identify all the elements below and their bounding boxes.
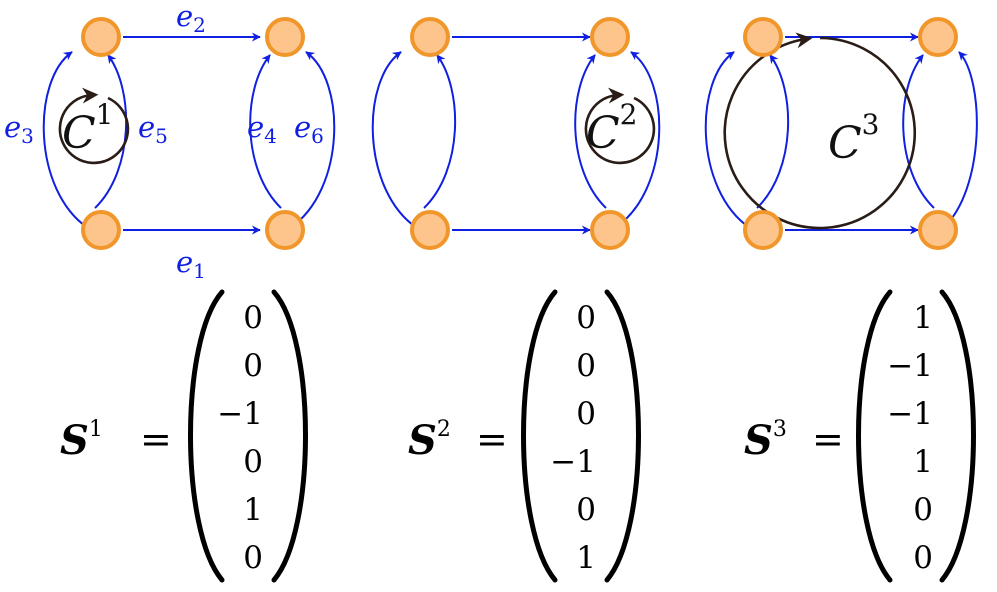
vector-entry: 1	[576, 540, 596, 576]
node-bottom-left	[410, 210, 450, 250]
vector-entry: −1	[887, 396, 933, 432]
node-top-right	[265, 17, 305, 57]
cycle-label-2: C2	[586, 98, 638, 159]
vector-name-1: S1	[60, 417, 103, 464]
vector-entry: 0	[576, 348, 596, 384]
vector-entry: −1	[550, 444, 596, 480]
node-bottom-right	[590, 210, 630, 250]
vector-entry: 1	[913, 300, 933, 336]
right-parenthesis	[939, 289, 976, 583]
graph-3: C3	[704, 17, 978, 250]
node-bottom-left	[81, 210, 121, 250]
edge-label-e6: e6	[294, 110, 324, 148]
right-parenthesis	[271, 289, 308, 583]
edge-e5	[756, 54, 790, 209]
edge-e4	[574, 54, 607, 209]
vector-name-3: S3	[744, 417, 787, 464]
vector-entry: 1	[243, 492, 263, 528]
cycle-arrow-3	[723, 32, 916, 230]
vector-entry: 0	[576, 492, 596, 528]
vector-entry: 0	[913, 540, 933, 576]
vector-2: S2 = 0 0 0 −1 0 1	[408, 289, 641, 583]
node-bottom-right	[918, 210, 958, 250]
vector-entry: 0	[576, 396, 596, 432]
edge-e6	[614, 51, 661, 229]
cycle-arrow-2	[584, 87, 656, 165]
edge-e3	[42, 51, 89, 229]
cycle-label-3: C3	[828, 108, 880, 169]
edge-label-e3: e3	[4, 110, 34, 148]
edge-e4	[902, 54, 935, 209]
edge-e6	[289, 51, 336, 229]
edge-e6	[942, 51, 978, 229]
vector-entry: −1	[217, 396, 263, 432]
edge-e3	[704, 51, 751, 229]
node-top-right	[590, 17, 630, 57]
edge-e5	[423, 54, 457, 209]
vector-entry: 0	[576, 300, 596, 336]
edge-e5	[94, 54, 128, 209]
node-top-right	[918, 17, 958, 57]
left-parenthesis	[188, 289, 225, 583]
edge-e3	[371, 51, 418, 229]
vector-entry: 0	[243, 444, 263, 480]
edge-e4	[249, 54, 282, 209]
node-bottom-right	[265, 210, 305, 250]
equals-sign-3: =	[812, 417, 844, 461]
vector-3: S3 = 1 −1 −1 1 0 0	[744, 289, 976, 583]
vector-name-2: S2	[408, 417, 451, 464]
cycle-label-1: C1	[62, 98, 114, 159]
edge-label-e1: e1	[176, 245, 206, 283]
cycle-arrow-1	[58, 87, 130, 165]
vector-entry: 0	[243, 348, 263, 384]
left-parenthesis	[521, 289, 558, 583]
vector-entry: 0	[243, 540, 263, 576]
edge-label-e5: e5	[138, 110, 168, 148]
node-top-left	[81, 17, 121, 57]
left-parenthesis	[856, 289, 893, 583]
node-top-left	[410, 17, 450, 57]
vector-1: S1 = 0 0 −1 0 1 0	[60, 289, 308, 583]
equals-sign-2: =	[476, 417, 508, 461]
graph-1: C1 e2 e1 e3 e5 e4 e6	[4, 0, 336, 283]
node-top-left	[743, 17, 783, 57]
vector-entry: 0	[913, 492, 933, 528]
graph-2: C2	[371, 17, 661, 250]
vector-entry: 0	[243, 300, 263, 336]
node-bottom-left	[743, 210, 783, 250]
equals-sign-1: =	[140, 417, 172, 461]
vector-entry: 1	[913, 444, 933, 480]
edge-label-e2: e2	[176, 0, 206, 37]
right-parenthesis	[604, 289, 641, 583]
vector-entry: −1	[887, 348, 933, 384]
edge-label-e4: e4	[247, 110, 277, 148]
